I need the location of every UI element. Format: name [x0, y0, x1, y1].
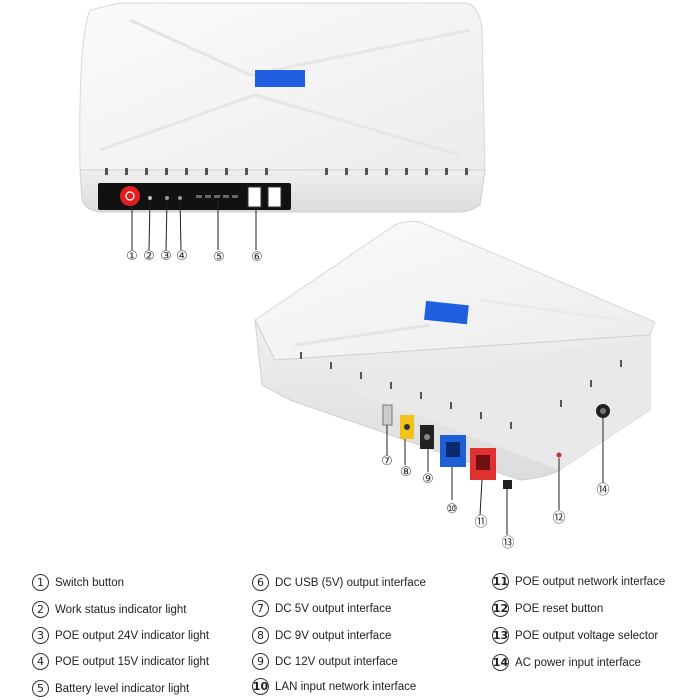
- callout-2: ②: [143, 249, 155, 264]
- legend-label: AC power input interface: [515, 656, 641, 669]
- legend-item: 9 DC 12V output interface: [252, 653, 398, 670]
- legend-item: 11 POE output network interface: [492, 573, 665, 590]
- legend-label: POE output voltage selector: [515, 629, 659, 642]
- voltage-selector[interactable]: [503, 480, 512, 489]
- usb-port-2[interactable]: [267, 186, 282, 208]
- legend-number: 7: [252, 600, 269, 617]
- product-photo: [79, 2, 656, 535]
- callout-6: ⑥: [251, 250, 263, 265]
- callout-8: ⑧: [400, 465, 412, 480]
- legend-number: 5: [32, 680, 49, 697]
- legend-item: 5 Battery level indicator light: [32, 680, 189, 697]
- legend-number: 4: [32, 653, 49, 670]
- legend-label: DC 9V output interface: [275, 629, 392, 642]
- poe-15v-led: [178, 196, 182, 200]
- legend-item: 10 LAN input network interface: [252, 678, 416, 695]
- poe-24v-led: [165, 196, 169, 200]
- poe-reset-button[interactable]: [556, 452, 562, 458]
- power-switch[interactable]: [120, 186, 140, 206]
- legend-label: DC 5V output interface: [275, 602, 392, 615]
- legend-number: 8: [252, 627, 269, 644]
- legend-item: 14 AC power input interface: [492, 654, 641, 671]
- callout-1: ①: [126, 249, 138, 264]
- brand-logo-blue: [255, 70, 305, 87]
- callout-12: ⑫: [552, 511, 566, 526]
- legend: 1 Switch button 2 Work status indicator li…: [0, 565, 700, 700]
- legend-label: Work status indicator light: [55, 603, 187, 616]
- status-led: [148, 196, 152, 200]
- legend-item: 13 POE output voltage selector: [492, 627, 658, 644]
- legend-number: 3: [32, 627, 49, 644]
- device-back-view: [254, 220, 656, 489]
- legend-item: 6 DC USB (5V) output interface: [252, 574, 426, 591]
- callout-5: ⑤: [213, 250, 225, 265]
- legend-number: 2: [32, 601, 49, 618]
- legend-number: 13: [492, 627, 509, 644]
- legend-number: 11: [492, 573, 509, 590]
- callout-10: ⑩: [446, 502, 458, 517]
- front-port-panel: [98, 183, 291, 210]
- legend-label: POE output network interface: [515, 575, 666, 588]
- callout-7: ⑦: [381, 454, 393, 469]
- legend-item: 1 Switch button: [32, 574, 124, 591]
- legend-label: DC 12V output interface: [275, 655, 398, 668]
- legend-number: 6: [252, 574, 269, 591]
- device-front-view: [79, 2, 486, 213]
- legend-number: 9: [252, 653, 269, 670]
- battery-level-leds: [196, 195, 238, 198]
- legend-number: 12: [492, 600, 509, 617]
- legend-number: 14: [492, 654, 509, 671]
- legend-item: 2 Work status indicator light: [32, 601, 186, 618]
- legend-label: DC USB (5V) output interface: [275, 576, 426, 589]
- legend-item: 7 DC 5V output interface: [252, 600, 391, 617]
- legend-label: LAN input network interface: [275, 680, 417, 693]
- brand-logo-blue-2: [424, 300, 469, 325]
- legend-label: POE output 24V indicator light: [55, 629, 210, 642]
- legend-label: POE output 15V indicator light: [55, 655, 210, 668]
- legend-item: 4 POE output 15V indicator light: [32, 653, 209, 670]
- callout-13: ⑬: [501, 536, 515, 551]
- legend-item: 12 POE reset button: [492, 600, 603, 617]
- legend-number: 10: [252, 678, 269, 695]
- legend-label: Battery level indicator light: [55, 682, 190, 695]
- legend-item: 3 POE output 24V indicator light: [32, 627, 209, 644]
- callout-9: ⑨: [422, 472, 434, 487]
- callout-3: ③: [160, 249, 172, 264]
- legend-number: 1: [32, 574, 49, 591]
- callout-11: ⑪: [474, 515, 488, 530]
- legend-item: 8 DC 9V output interface: [252, 627, 391, 644]
- callout-4: ④: [176, 249, 188, 264]
- dc-5v-port[interactable]: [382, 404, 393, 426]
- legend-label: Switch button: [55, 576, 125, 589]
- legend-label: POE reset button: [515, 602, 604, 615]
- usb-port-1[interactable]: [247, 186, 262, 208]
- callout-14: ⑭: [596, 483, 610, 498]
